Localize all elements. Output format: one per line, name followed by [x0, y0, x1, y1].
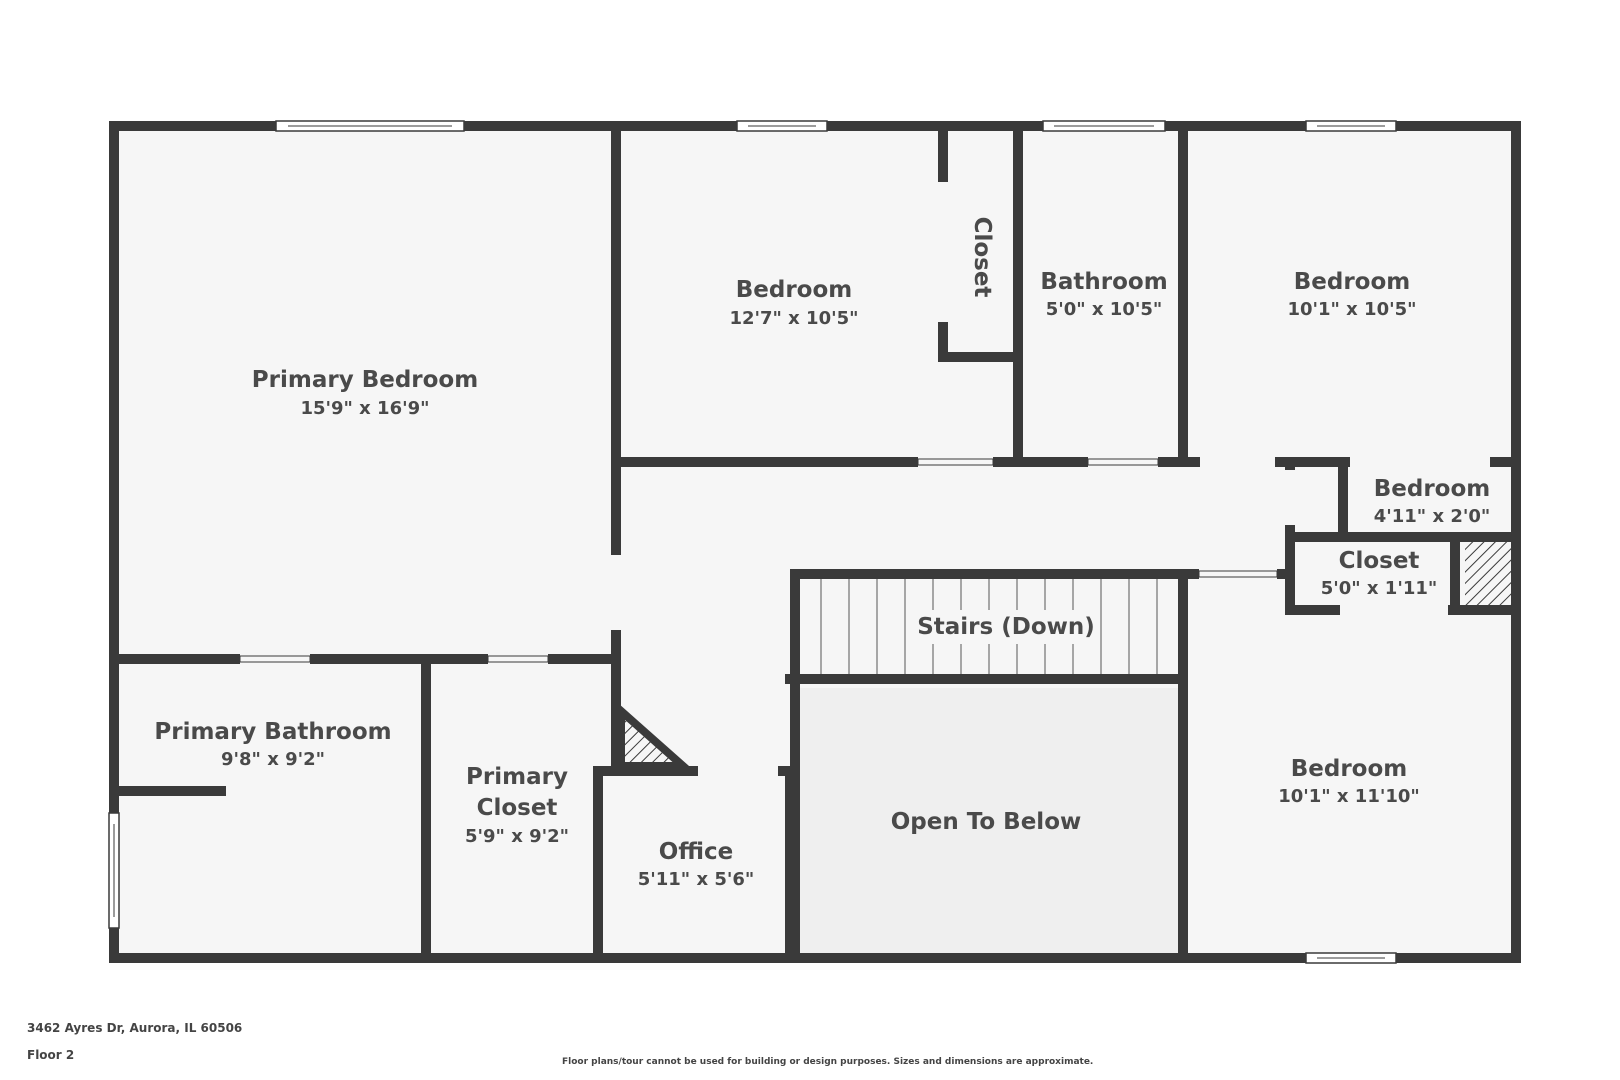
- room-name: Closet: [477, 795, 558, 821]
- room-closet-2: Closet 5'0" x 1'11": [1321, 548, 1438, 599]
- room-open-to-below: Open To Below: [891, 809, 1082, 835]
- room-name: Closet: [969, 217, 995, 298]
- room-name: Office: [659, 839, 733, 865]
- openings: [240, 182, 1490, 776]
- room-closet-1: Closet: [969, 217, 995, 298]
- room-name: Primary: [466, 764, 568, 790]
- room-dimensions: 5'11" x 5'6": [638, 869, 755, 890]
- room-dimensions: 15'9" x 16'9": [300, 398, 429, 419]
- property-address: 3462 Ayres Dr, Aurora, IL 60506: [27, 1021, 243, 1035]
- room-bedroom-3: Bedroom 10'1" x 11'10": [1278, 756, 1420, 807]
- room-name: Bathroom: [1040, 269, 1167, 295]
- disclaimer-note: Floor plans/tour cannot be used for buil…: [562, 1057, 1094, 1067]
- room-primary-bedroom: Primary Bedroom 15'9" x 16'9": [252, 367, 478, 419]
- room-dimensions: 4'11" x 2'0": [1374, 506, 1491, 527]
- room-bedroom-small: Bedroom 4'11" x 2'0": [1374, 476, 1491, 527]
- room-dimensions: 10'1" x 11'10": [1278, 786, 1420, 807]
- room-name: Bedroom: [1291, 756, 1408, 782]
- room-dimensions: 5'9" x 9'2": [465, 826, 569, 847]
- room-name: Primary Bathroom: [154, 719, 391, 745]
- opening-edges: [239, 458, 1278, 663]
- room-office: Office 5'11" x 5'6": [638, 839, 755, 890]
- room-name: Stairs (Down): [917, 614, 1095, 640]
- room-name: Bedroom: [1294, 269, 1411, 295]
- room-dimensions: 12'7" x 10'5": [729, 308, 858, 329]
- hatched-shaft-office: [617, 702, 694, 770]
- hatched-shaft-closet: [1465, 542, 1511, 605]
- room-bathroom: Bathroom 5'0" x 10'5": [1040, 269, 1167, 320]
- room-dimensions: 10'1" x 10'5": [1287, 299, 1416, 320]
- room-name: Primary Bedroom: [252, 367, 478, 393]
- room-primary-bathroom: Primary Bathroom 9'8" x 9'2": [154, 719, 391, 770]
- room-bedroom-2: Bedroom 10'1" x 10'5": [1287, 269, 1416, 320]
- room-name: Bedroom: [736, 277, 853, 303]
- open-to-below-area: [798, 688, 1184, 954]
- room-stairs: Stairs (Down): [917, 610, 1095, 644]
- room-primary-closet: Primary Closet 5'9" x 9'2": [465, 764, 569, 847]
- windows: [108, 120, 1397, 964]
- room-dimensions: 5'0" x 10'5": [1046, 299, 1163, 320]
- room-dimensions: 9'8" x 9'2": [221, 749, 325, 770]
- floor-label: Floor 2: [27, 1048, 75, 1062]
- room-name: Bedroom: [1374, 476, 1491, 502]
- room-bedroom-1: Bedroom 12'7" x 10'5": [729, 277, 858, 329]
- room-name: Closet: [1339, 548, 1420, 574]
- room-name: Open To Below: [891, 809, 1082, 835]
- room-dimensions: 5'0" x 1'11": [1321, 578, 1438, 599]
